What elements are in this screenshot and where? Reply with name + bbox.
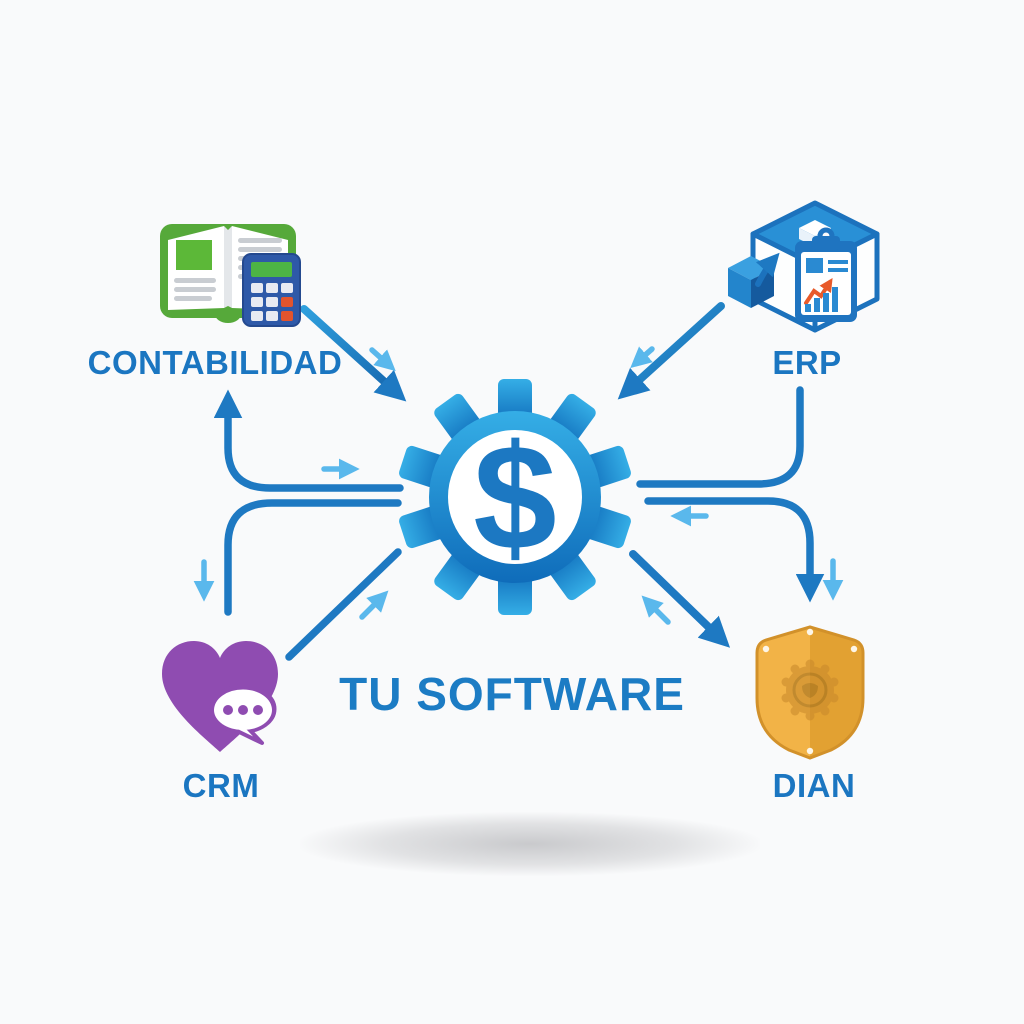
node-contabilidad-label: CONTABILIDAD — [87, 344, 343, 381]
heart-chat-icon — [162, 641, 278, 752]
cube-clipboard-icon — [728, 200, 880, 333]
node-erp-label: ERP — [772, 344, 842, 381]
page-title: TU SOFTWARE — [339, 668, 685, 720]
connector-crm-to-gear-diagonal — [285, 548, 402, 661]
book-calculator-icon — [160, 224, 301, 327]
flow-arrow-top-right — [630, 346, 655, 369]
connector-contabilidad-to-gear-diagonal — [300, 305, 407, 402]
flow-arrow-top-left — [369, 347, 396, 372]
connector-layer — [193, 302, 844, 661]
shield-emblem — [781, 659, 839, 721]
clipboard-chart — [795, 227, 857, 322]
connector-gear-to-dian — [644, 497, 825, 603]
node-crm-label: CRM — [182, 767, 260, 804]
gear-center-disc — [448, 430, 582, 564]
flow-arrow-bottom-right — [641, 595, 671, 625]
connector-erp-to-gear-diagonal — [617, 302, 725, 400]
dollar-symbol: $ — [473, 413, 556, 581]
flow-arrow-bottom-left — [359, 590, 389, 620]
gear-dollar-icon: $ — [399, 379, 631, 615]
connector-gear-to-dian-diagonal — [629, 550, 731, 648]
node-dian-label: DIAN — [772, 767, 856, 804]
shield-rivets — [762, 628, 858, 755]
connector-erp-to-gear — [636, 386, 804, 488]
connector-gear-to-contabilidad — [213, 389, 404, 492]
connector-gear-to-crm — [224, 499, 402, 616]
cube-in-arrow — [755, 252, 780, 287]
calculator-icon — [242, 253, 301, 327]
ground-shadow — [300, 812, 760, 876]
shield-gear-icon — [755, 625, 865, 760]
